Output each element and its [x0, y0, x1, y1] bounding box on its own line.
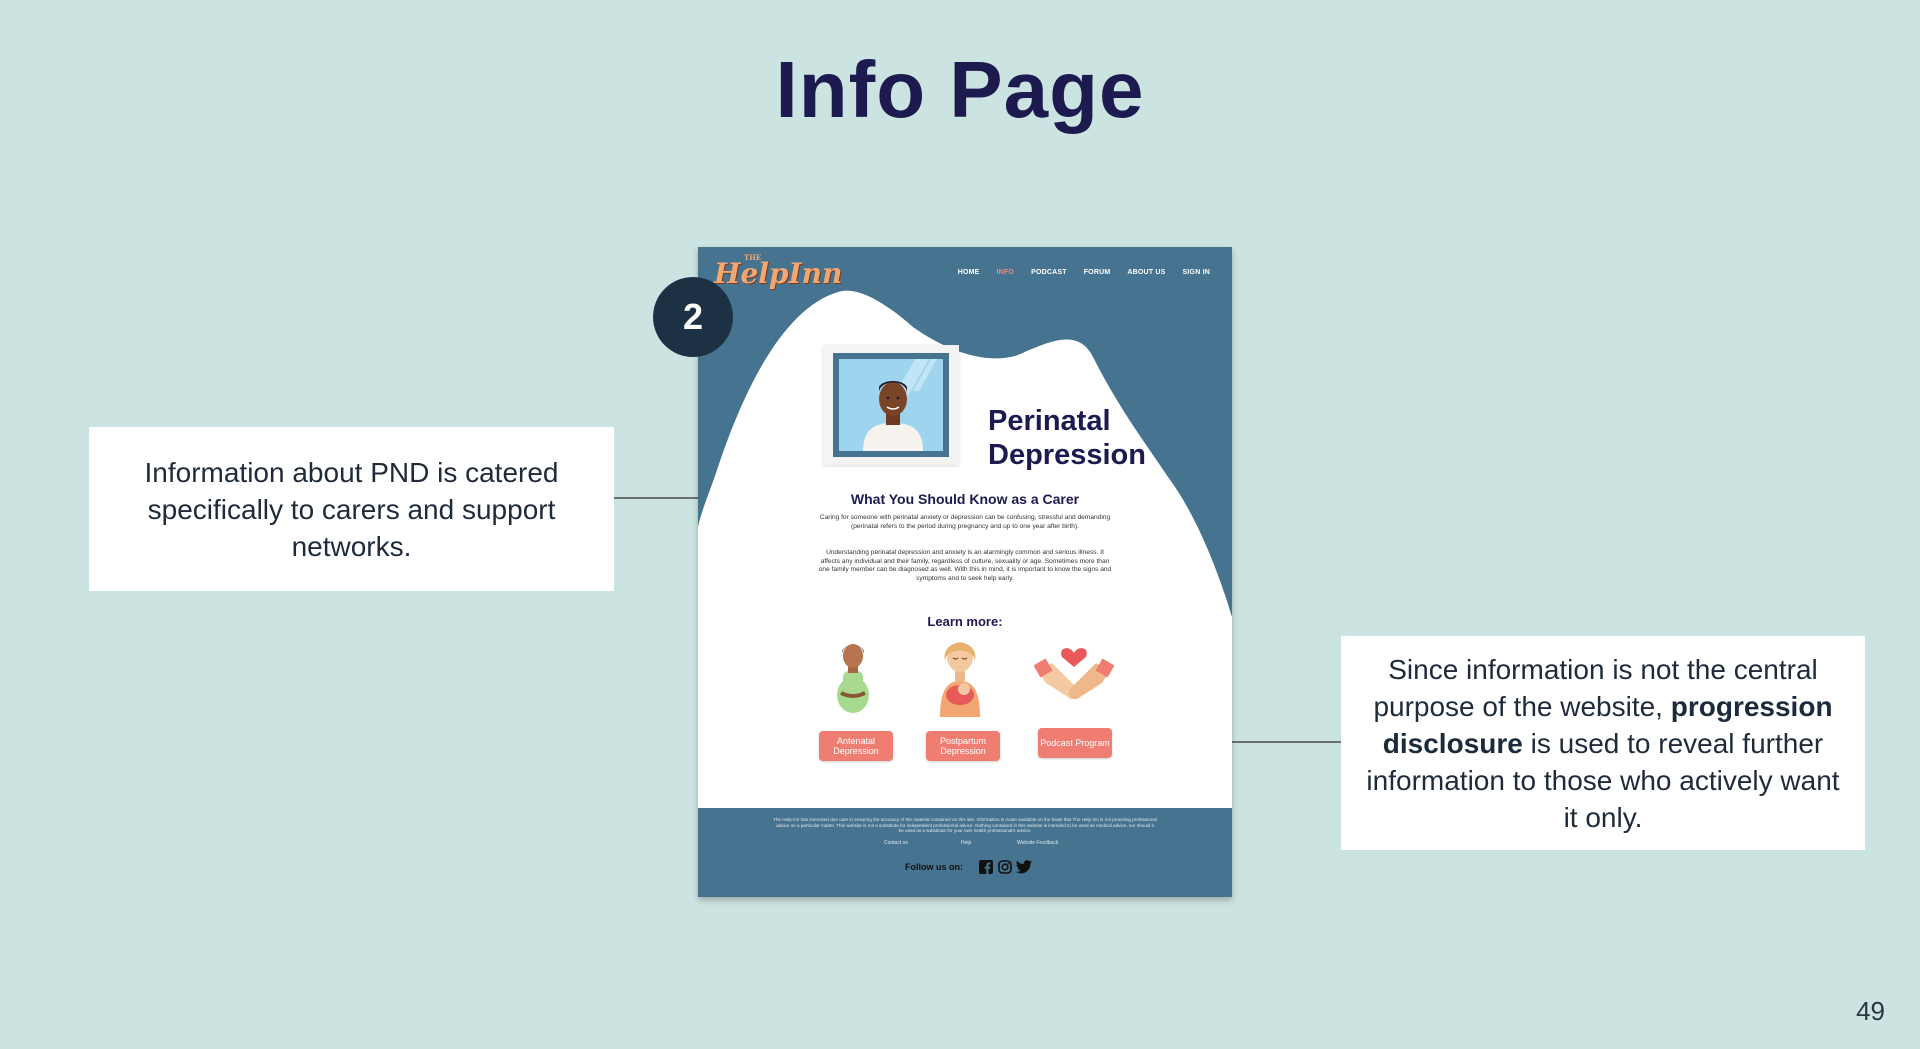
callout-right-suffix: is used to reveal further information to…: [1366, 727, 1840, 833]
mockup-subheading: What You Should Know as a Carer: [850, 491, 1080, 507]
mockup-page-heading: Perinatal Depression: [988, 404, 1146, 472]
nav-home[interactable]: HOME: [957, 269, 980, 276]
logo-text: HelpInn: [714, 257, 843, 290]
callout-carers-info: Information about PND is catered specifi…: [89, 427, 614, 591]
callout-right-prefix: Since information is not the central pur…: [1373, 653, 1818, 722]
man-in-window-icon: [833, 353, 949, 457]
callout-progressive-disclosure: Since information is not the central pur…: [1341, 636, 1865, 850]
topic-postpartum-depression-button[interactable]: Postpartum Depression: [926, 731, 1000, 761]
nav-sign-in[interactable]: SIGN IN: [1182, 269, 1210, 276]
mockup-paragraph-1: Caring for someone with perinatal anxiet…: [819, 514, 1111, 530]
nav-podcast[interactable]: PODCAST: [1031, 269, 1067, 276]
mockup-footer: The Help Inn has exercised due care in e…: [698, 808, 1232, 897]
footer-link-help[interactable]: Help: [961, 840, 972, 846]
twitter-icon[interactable]: [1016, 860, 1032, 874]
heading-line-1: Perinatal: [988, 405, 1111, 437]
holding-hands-heart-icon: [1034, 648, 1114, 700]
mockup-nav: HOME INFO PODCAST FORUM ABOUT US SIGN IN: [941, 269, 1210, 276]
pregnant-woman-icon: [837, 644, 869, 713]
helpinn-logo[interactable]: THE HelpInn: [714, 253, 843, 290]
footer-link-feedback[interactable]: Website Feedback: [1017, 840, 1059, 846]
mockup-header-shape: [698, 247, 1232, 897]
logo-small-text: THE: [744, 253, 762, 262]
callout-right-text: Since information is not the central pur…: [1359, 651, 1847, 836]
footer-disclaimer: The Help Inn has exercised due care in e…: [773, 817, 1157, 833]
slide-title: Info Page: [775, 45, 1145, 134]
page-number: 49: [1856, 996, 1885, 1026]
callout-left-text: Information about PND is catered specifi…: [144, 456, 559, 562]
step-badge: 2: [653, 277, 733, 357]
mother-with-baby-icon: [940, 642, 980, 717]
nav-forum[interactable]: FORUM: [1083, 269, 1111, 276]
instagram-icon[interactable]: [998, 860, 1012, 874]
nav-info[interactable]: INFO: [996, 269, 1015, 276]
learn-more-heading: Learn more:: [927, 614, 1003, 629]
heading-line-2: Depression: [988, 439, 1146, 471]
follow-us-label: Follow us on:: [905, 862, 963, 872]
website-mockup: THE HelpInn HOME INFO PODCAST FORUM ABOU…: [698, 247, 1232, 897]
facebook-icon[interactable]: [979, 860, 993, 874]
hero-illustration: [823, 345, 959, 465]
topic-podcast-program-button[interactable]: Podcast Program: [1038, 728, 1112, 758]
topic-antenatal-depression-button[interactable]: Antenatal Depression: [819, 731, 893, 761]
footer-link-contact[interactable]: Contact us: [884, 840, 908, 846]
callout-right-bold: progression disclosure: [1382, 690, 1833, 759]
nav-about-us[interactable]: ABOUT US: [1127, 269, 1166, 276]
mockup-paragraph-2: Understanding perinatal depression and a…: [818, 549, 1112, 582]
